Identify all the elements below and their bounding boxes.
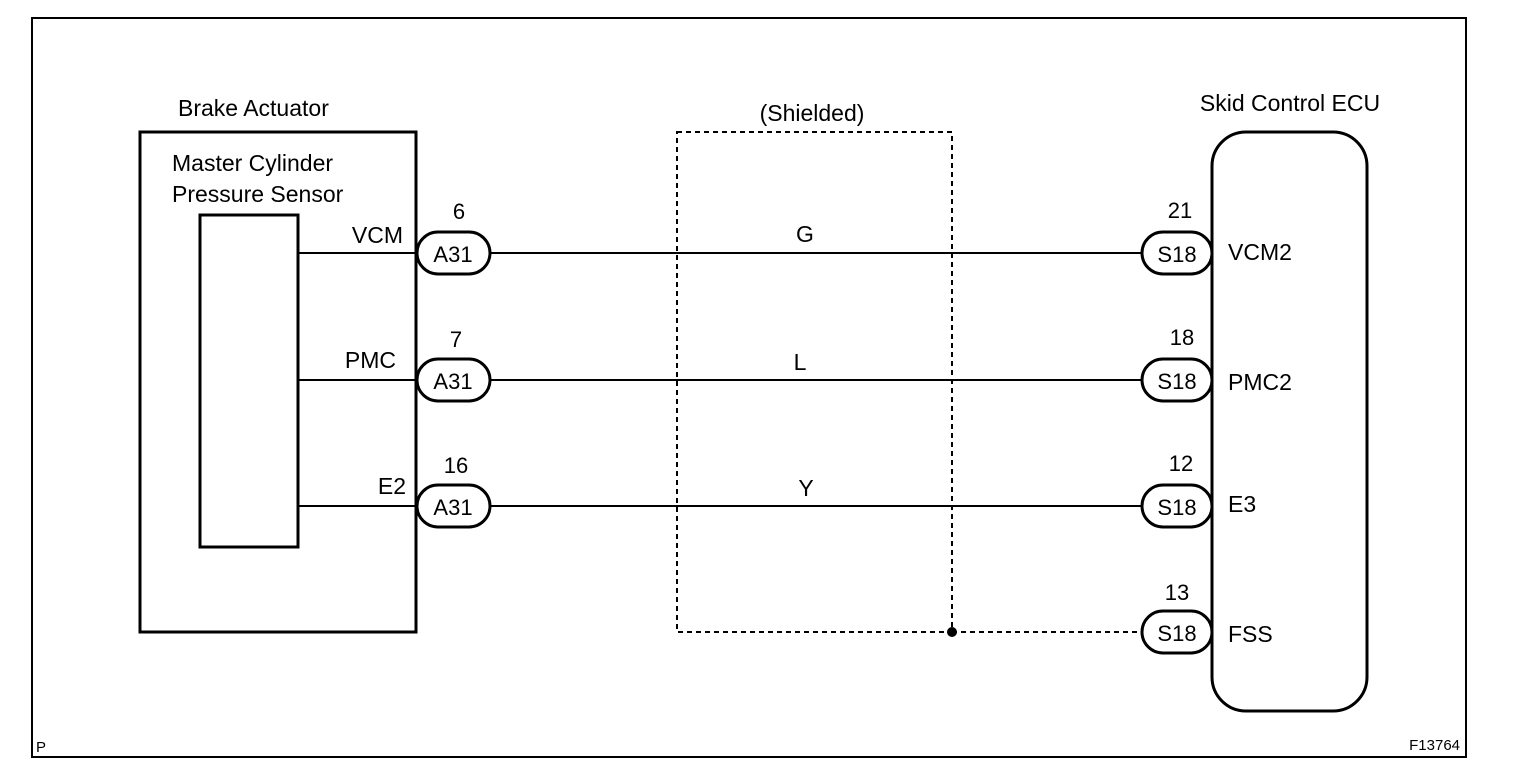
ecu-box: [1210, 130, 1369, 713]
terminal-pmc: PMC: [345, 347, 396, 373]
connector-a31-e2: [415, 483, 492, 529]
shield-label: (Shielded): [760, 100, 865, 126]
actuator-box: [138, 130, 418, 634]
connector-a31-vcm-label: A31: [433, 242, 472, 267]
connector-a31-vcm: [415, 230, 492, 276]
terminal-fss: FSS: [1228, 621, 1273, 647]
terminal-vcm2: VCM2: [1228, 239, 1292, 265]
connector-s18-pmc2-label: S18: [1157, 369, 1196, 394]
shield-junction-dot: [947, 627, 957, 637]
ecu-title: Skid Control ECU: [1200, 90, 1380, 116]
outer-frame: [31, 17, 1467, 758]
connector-a31-pmc: [415, 357, 492, 403]
connector-s18-e3: [1140, 483, 1214, 529]
connector-a31-pmc-label: A31: [433, 369, 472, 394]
connector-s18-fss: [1140, 609, 1214, 655]
pin-12: 12: [1169, 451, 1193, 476]
terminal-vcm: VCM: [352, 222, 403, 248]
terminal-e3: E3: [1228, 491, 1256, 517]
pin-7: 7: [450, 327, 462, 352]
corner-letter: P: [36, 739, 46, 756]
pin-13: 13: [1165, 580, 1189, 605]
sensor-box: [198, 213, 300, 549]
actuator-title: Brake Actuator: [178, 95, 329, 121]
pin-18: 18: [1170, 325, 1194, 350]
pin-21: 21: [1168, 198, 1192, 223]
terminal-e2: E2: [378, 473, 406, 499]
wire-color-y: Y: [798, 475, 813, 501]
sensor-label-line2: Pressure Sensor: [172, 181, 344, 207]
sensor-label-line1: Master Cylinder: [172, 150, 333, 176]
connector-s18-vcm2-label: S18: [1157, 242, 1196, 267]
wire-color-g: G: [796, 221, 814, 247]
shield-box: [676, 131, 953, 633]
pin-16: 16: [444, 453, 468, 478]
connector-s18-vcm2: [1140, 230, 1214, 276]
pin-6: 6: [453, 199, 465, 224]
wire-color-l: L: [794, 349, 807, 375]
connector-s18-fss-label: S18: [1157, 621, 1196, 646]
connector-a31-e2-label: A31: [433, 495, 472, 520]
figure-id: F13764: [1409, 737, 1460, 754]
terminal-pmc2: PMC2: [1228, 369, 1292, 395]
connector-s18-e3-label: S18: [1157, 495, 1196, 520]
connector-s18-pmc2: [1140, 357, 1214, 403]
